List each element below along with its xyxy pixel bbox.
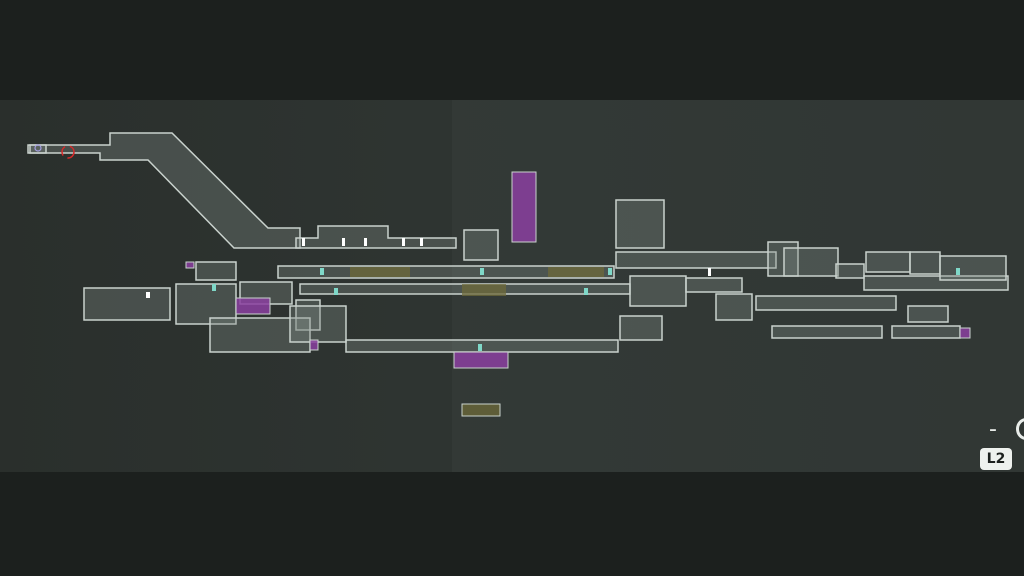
save-point-icon — [212, 284, 216, 291]
map-room — [755, 295, 897, 311]
map-room — [615, 199, 665, 249]
letterbox-bottom — [0, 472, 1024, 576]
locked-room — [235, 297, 271, 315]
map-room — [835, 263, 865, 279]
letterbox-top — [0, 0, 1024, 100]
map-highlight-area — [462, 284, 506, 296]
save-point-icon — [334, 288, 338, 295]
map-highlight-area — [461, 403, 501, 417]
save-point-icon — [478, 344, 482, 351]
map-highlights — [350, 267, 604, 417]
map-panel — [0, 100, 1024, 472]
map-room — [619, 315, 663, 341]
map-panel-shade — [452, 100, 1024, 472]
item-marker-icon — [146, 292, 150, 298]
locked-room — [309, 339, 319, 351]
map-room — [209, 317, 311, 353]
save-point-icon — [608, 268, 612, 275]
map-room — [771, 325, 883, 339]
map-room — [463, 229, 499, 261]
map-room — [685, 277, 743, 293]
map-locked-rooms — [185, 171, 971, 369]
map-room — [295, 225, 457, 249]
map-highlight-area — [350, 267, 410, 277]
zoom-out-button[interactable]: - — [989, 417, 997, 442]
map-room — [289, 305, 347, 343]
door-marker — [342, 238, 345, 246]
map-markers — [146, 238, 711, 298]
locked-room — [453, 351, 509, 369]
locked-room — [511, 171, 537, 243]
door-marker — [302, 238, 305, 246]
map-room — [939, 255, 1007, 281]
locked-room — [185, 261, 195, 269]
map-room — [615, 251, 777, 269]
save-point-icon — [480, 268, 484, 275]
map-room — [909, 251, 941, 275]
map-highlight-area — [548, 267, 604, 277]
door-marker — [420, 238, 423, 246]
map-room — [29, 144, 47, 154]
map-room — [629, 275, 687, 307]
start-marker-icon — [34, 144, 42, 152]
save-point-icon — [956, 268, 960, 275]
player-position-icon — [61, 145, 75, 159]
door-marker — [364, 238, 367, 246]
door-marker — [708, 268, 711, 276]
map-room — [27, 132, 301, 249]
save-point-icon — [584, 288, 588, 295]
map-room — [195, 261, 237, 281]
map-room — [907, 305, 949, 323]
map-save-points — [212, 268, 960, 351]
save-point-icon — [320, 268, 324, 275]
l2-button[interactable]: L2 — [980, 448, 1012, 470]
locked-room — [959, 327, 971, 339]
map-room — [783, 247, 839, 277]
zoom-knob-icon[interactable] — [1016, 418, 1024, 440]
map-room — [715, 293, 753, 321]
door-marker — [402, 238, 405, 246]
map-room — [865, 251, 911, 273]
map-room — [891, 325, 961, 339]
map-room — [295, 299, 321, 331]
map-room — [83, 287, 171, 321]
